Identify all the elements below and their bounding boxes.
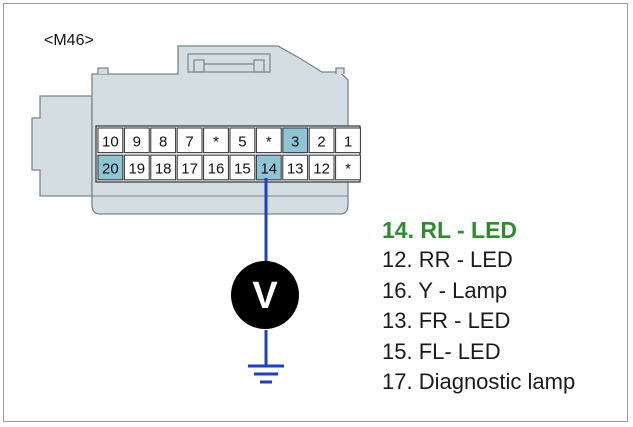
connector-latch	[187, 53, 271, 73]
pin-label: 5	[238, 133, 246, 150]
pin-label: 16	[208, 161, 225, 178]
pin-cell: 7	[176, 127, 203, 154]
pin-label: 3	[291, 133, 299, 150]
pin-label: *	[213, 133, 219, 150]
legend-item: 17. Diagnostic lamp	[382, 369, 576, 395]
ground-icon	[248, 364, 284, 384]
pin-label: 7	[185, 133, 193, 150]
pin-cell: 12	[308, 154, 335, 181]
pin-cell: *	[335, 154, 361, 181]
pin-label: *	[345, 161, 351, 178]
legend-item: 14. RL - LED	[382, 217, 518, 243]
voltmeter-icon: V	[231, 261, 299, 329]
pin-cell: 20	[97, 154, 124, 181]
legend-item: 13. FR - LED	[382, 308, 511, 334]
pin-label: 14	[260, 161, 277, 178]
pin-label: 1	[344, 133, 352, 150]
pin-cell: 5	[229, 127, 256, 154]
pin-cell: 8	[150, 127, 177, 154]
pin-label: 10	[102, 133, 119, 150]
legend-item: 16. Y - Lamp	[382, 277, 508, 303]
pin-cell: 15	[229, 154, 256, 181]
pin-label: 13	[287, 161, 304, 178]
pin-legend: 14. RL - LED 12. RR - LED 16. Y - Lamp 1…	[382, 215, 575, 397]
pin-cell: 17	[176, 154, 203, 181]
pin-label: 19	[128, 161, 145, 178]
voltmeter-symbol: V	[252, 275, 278, 317]
legend-item: 15. FL- LED	[382, 338, 501, 364]
pin-label: 9	[133, 133, 141, 150]
pin-label: 8	[159, 133, 167, 150]
pin-cell: *	[203, 127, 229, 154]
pin-label: 2	[317, 133, 325, 150]
pin-cell: 10	[97, 127, 124, 154]
pin-label: 18	[155, 161, 172, 178]
pin-label: 12	[313, 161, 330, 178]
pin-label: 20	[102, 161, 119, 178]
pin-label: 17	[181, 161, 198, 178]
pin-cell: 13	[282, 154, 309, 181]
pin-cell: 2	[308, 127, 335, 154]
pin-cell: *	[255, 127, 282, 154]
pin-cell: 1	[335, 127, 361, 154]
pin-label: *	[266, 133, 272, 150]
pin-cell: 16	[203, 154, 229, 181]
pin-cell: 19	[123, 154, 150, 181]
pin-label: 15	[234, 161, 251, 178]
pin-cell: 3	[282, 127, 309, 154]
pin-cell: 18	[150, 154, 177, 181]
connector-name: <M46>	[44, 32, 94, 49]
pin-cell: 9	[123, 127, 150, 154]
pin-cell: 14	[255, 154, 282, 181]
legend-item: 12. RR - LED	[382, 247, 513, 273]
